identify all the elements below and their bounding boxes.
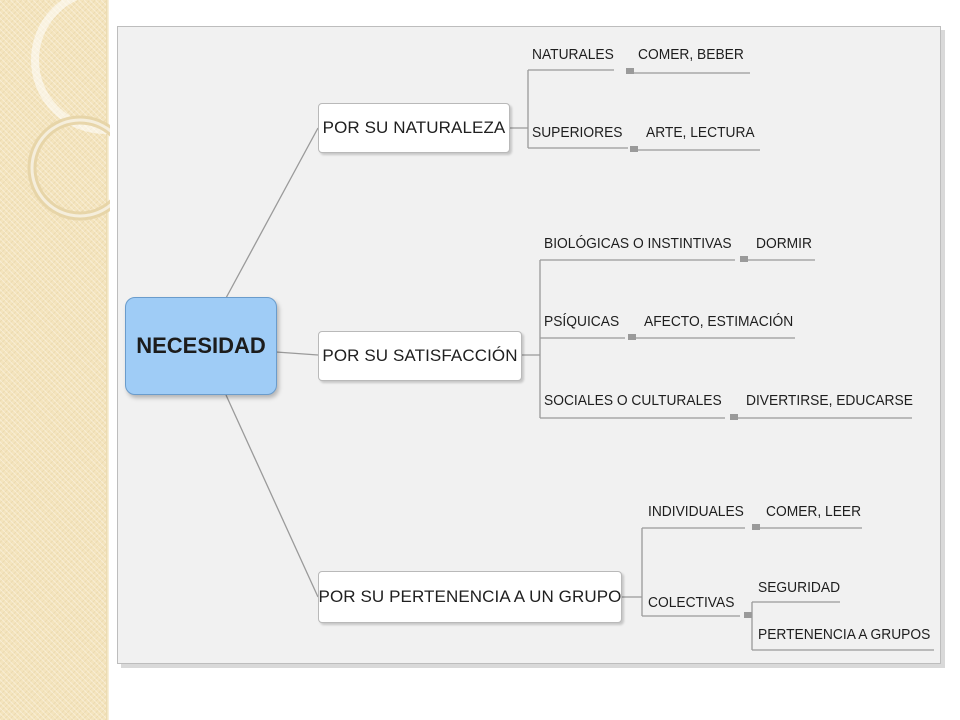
root-node-necesidad: NECESIDAD	[125, 297, 277, 395]
leaf-afecto: AFECTO, ESTIMACIÓN	[644, 313, 794, 330]
leaf-naturales: NATURALES	[532, 46, 614, 63]
branch-node-pertenencia: POR SU PERTENENCIA A UN GRUPO	[318, 571, 622, 623]
leaf-biologicas: BIOLÓGICAS O INSTINTIVAS	[544, 235, 732, 252]
leaf-colectivas: COLECTIVAS	[648, 594, 735, 611]
leaf-divertirse: DIVERTIRSE, EDUCARSE	[746, 392, 913, 409]
leaf-comer-beber: COMER, BEBER	[638, 46, 744, 63]
leaf-psiquicas: PSÍQUICAS	[544, 313, 620, 330]
leaf-pertenencia-grupos: PERTENENCIA A GRUPOS	[758, 626, 931, 643]
side-band-edge	[106, 0, 109, 720]
leaf-superiores: SUPERIORES	[532, 124, 623, 141]
decorative-rings	[27, 0, 110, 221]
branch-node-naturaleza: POR SU NATURALEZA	[318, 103, 510, 153]
leaf-comer-leer: COMER, LEER	[766, 503, 862, 520]
leaf-dormir: DORMIR	[756, 235, 812, 252]
leaf-individuales: INDIVIDUALES	[648, 503, 744, 520]
leaf-arte-lectura: ARTE, LECTURA	[646, 124, 755, 141]
leaf-sociales: SOCIALES O CULTURALES	[544, 392, 722, 409]
branch-node-satisfaccion: POR SU SATISFACCIÓN	[318, 331, 522, 381]
leaf-seguridad: SEGURIDAD	[758, 579, 841, 596]
